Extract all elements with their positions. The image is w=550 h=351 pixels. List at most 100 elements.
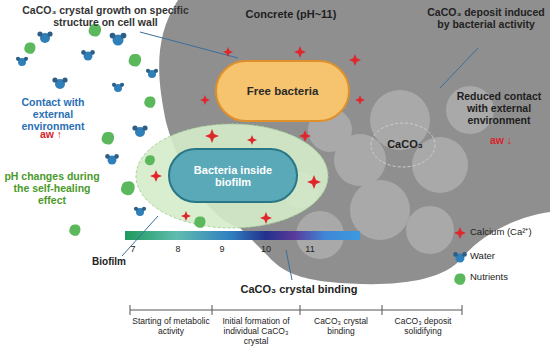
- callout-text: CaCO₃ deposit induced by bacterial activ…: [426, 6, 546, 30]
- timeline-tick: [382, 305, 383, 315]
- ph-value: 10: [256, 244, 276, 254]
- nutrient-blob: [121, 181, 135, 195]
- callout-text: CaCO₃ crystal growth on specific structu…: [8, 4, 203, 28]
- calcium-star: [223, 47, 233, 57]
- calcium-star: [200, 95, 210, 105]
- stage-label: Initial formation of individual CaCO₃ cr…: [212, 317, 300, 346]
- calcium-star: [150, 170, 162, 182]
- stage-label: Starting of metabolic activity: [130, 317, 212, 337]
- calcium-star: [205, 129, 219, 143]
- material-label: CaCO₃: [385, 138, 425, 151]
- water-hydrogen: [37, 31, 42, 36]
- stage-label: CaCO₃ crystal binding: [234, 283, 364, 296]
- calcium-star: [454, 227, 466, 239]
- timeline-tick: [212, 305, 213, 315]
- water-molecule: [81, 50, 95, 60]
- biofilm-halo: [136, 124, 328, 228]
- water-molecule: [16, 57, 28, 66]
- deposit-blob: [334, 134, 386, 186]
- timeline-line: [130, 310, 462, 311]
- nutrient-blob: [194, 217, 205, 228]
- timeline-tick: [300, 305, 301, 315]
- environment-note: Contact with external environment: [2, 96, 104, 132]
- water-activity: aw ↑: [28, 128, 74, 140]
- ph-value: 8: [168, 244, 188, 254]
- nutrient-blob: [69, 225, 80, 236]
- water-molecule: [52, 77, 67, 89]
- water-hydrogen: [81, 50, 86, 55]
- water-molecule: [146, 69, 158, 78]
- timeline-tick: [462, 305, 463, 315]
- nutrient-blob: [454, 274, 465, 285]
- node-text: Free bacteria: [247, 85, 319, 97]
- stage-label: CaCO₃ deposit solidifying: [382, 317, 464, 337]
- water-hydrogen: [24, 57, 28, 61]
- legend-text: Calcium (Ca²⁺): [470, 227, 532, 238]
- timeline-tick: [130, 305, 131, 315]
- ph-value: 7: [123, 244, 143, 254]
- nutrient-blob: [102, 132, 115, 145]
- calcium-star: [307, 175, 321, 189]
- leader-line: [140, 32, 238, 58]
- ph-value: 11: [300, 244, 320, 254]
- water-hydrogen: [154, 69, 158, 73]
- bacteria-capsule: Free bacteria: [215, 60, 350, 122]
- legend-text: Nutrients: [470, 272, 508, 283]
- bacteria-capsule: Bacteria inside biofilm: [168, 148, 298, 203]
- water-hydrogen: [62, 77, 67, 82]
- water-hydrogen: [114, 154, 119, 159]
- water-molecule: [112, 83, 124, 92]
- water-hydrogen: [142, 207, 146, 211]
- nutrient-blob: [24, 43, 35, 54]
- water-hydrogen: [132, 125, 137, 130]
- legend-text: Water: [470, 251, 495, 262]
- nutrient-blob: [129, 54, 142, 67]
- ph-bar: [125, 231, 360, 240]
- water-hydrogen: [90, 50, 95, 55]
- water-molecule: [134, 207, 146, 216]
- ph-value: 9: [212, 244, 232, 254]
- material-label: Concrete (pH~11): [232, 8, 350, 21]
- deposit-blob: [406, 206, 454, 254]
- water-hydrogen: [47, 31, 52, 36]
- calcium-star: [299, 130, 311, 142]
- deposit-blob: [370, 90, 430, 150]
- environment-note: Reduced contact with external environmen…: [451, 90, 547, 126]
- deposit-outline: [371, 123, 435, 167]
- leader-line: [286, 250, 292, 280]
- calcium-star: [181, 211, 191, 221]
- calcium-star: [349, 54, 361, 66]
- calcium-star: [260, 212, 272, 224]
- nutrient-blob: [145, 155, 155, 165]
- calcium-star: [294, 46, 306, 58]
- ph-note: pH changes during the self-healing effec…: [2, 170, 102, 206]
- leader-lines: [122, 32, 478, 280]
- timeline-bracket: [130, 305, 462, 315]
- water-molecule: [110, 33, 127, 46]
- node-text: Bacteria inside biofilm: [180, 164, 286, 188]
- water-molecule: [453, 252, 467, 262]
- leader-line: [440, 48, 478, 88]
- water-molecule: [37, 31, 52, 43]
- water-hydrogen: [453, 252, 458, 257]
- water-molecule: [105, 154, 119, 164]
- water-hydrogen: [142, 125, 147, 130]
- calcium-star: [355, 95, 365, 105]
- water-hydrogen: [52, 77, 57, 82]
- water-activity: aw ↓: [478, 134, 524, 146]
- water-hydrogen: [16, 57, 20, 61]
- water-hydrogen: [121, 33, 127, 39]
- calcium-star: [247, 135, 257, 145]
- water-hydrogen: [134, 207, 138, 211]
- water-hydrogen: [146, 69, 150, 73]
- water-hydrogen: [110, 33, 116, 39]
- water-hydrogen: [105, 154, 110, 159]
- stage-label: CaCO₃ crystal binding: [300, 317, 382, 337]
- biofilm-label: Biofilm: [84, 256, 134, 268]
- water-hydrogen: [112, 83, 116, 87]
- water-hydrogen: [462, 252, 467, 257]
- leader-line: [122, 216, 158, 256]
- nutrient-blob: [144, 97, 155, 108]
- water-hydrogen: [120, 83, 124, 87]
